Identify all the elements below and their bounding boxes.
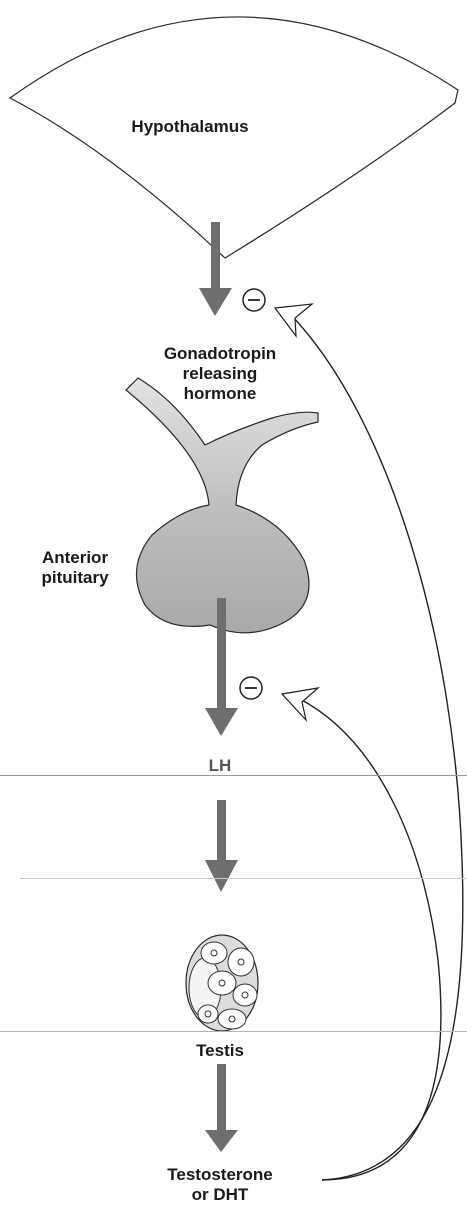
hypothalamus-shape — [10, 17, 458, 258]
label-testosterone: Testosterone or DHT — [130, 1165, 310, 1205]
label-testosterone-line2: or DHT — [130, 1185, 310, 1205]
scan-line — [20, 878, 467, 879]
label-testosterone-line1: Testosterone — [130, 1165, 310, 1185]
anterior-pituitary-shape — [126, 378, 318, 633]
label-anterior-line1: Anterior — [20, 548, 130, 568]
label-gnrh-line2: releasing — [130, 364, 310, 384]
feedback-arrow-to-pituitary — [282, 688, 441, 1180]
arrow-testis-to-testosterone — [205, 1064, 238, 1152]
label-gnrh-line1: Gonadotropin — [130, 344, 310, 364]
inhibition-marker-lh — [240, 677, 262, 699]
label-gnrh-line3: hormone — [130, 384, 310, 404]
label-gnrh: Gonadotropin releasing hormone — [130, 344, 310, 404]
label-testis: Testis — [170, 1041, 270, 1061]
label-lh: LH — [190, 756, 250, 776]
scan-line — [0, 1031, 467, 1032]
inhibition-marker-gnrh — [243, 289, 265, 311]
label-anterior-pituitary: Anterior pituitary — [20, 548, 130, 588]
label-anterior-line2: pituitary — [20, 568, 130, 588]
label-hypothalamus: Hypothalamus — [100, 117, 280, 137]
testis-cells — [186, 935, 258, 1031]
feedback-arrow-to-hypothalamus — [275, 304, 463, 1180]
